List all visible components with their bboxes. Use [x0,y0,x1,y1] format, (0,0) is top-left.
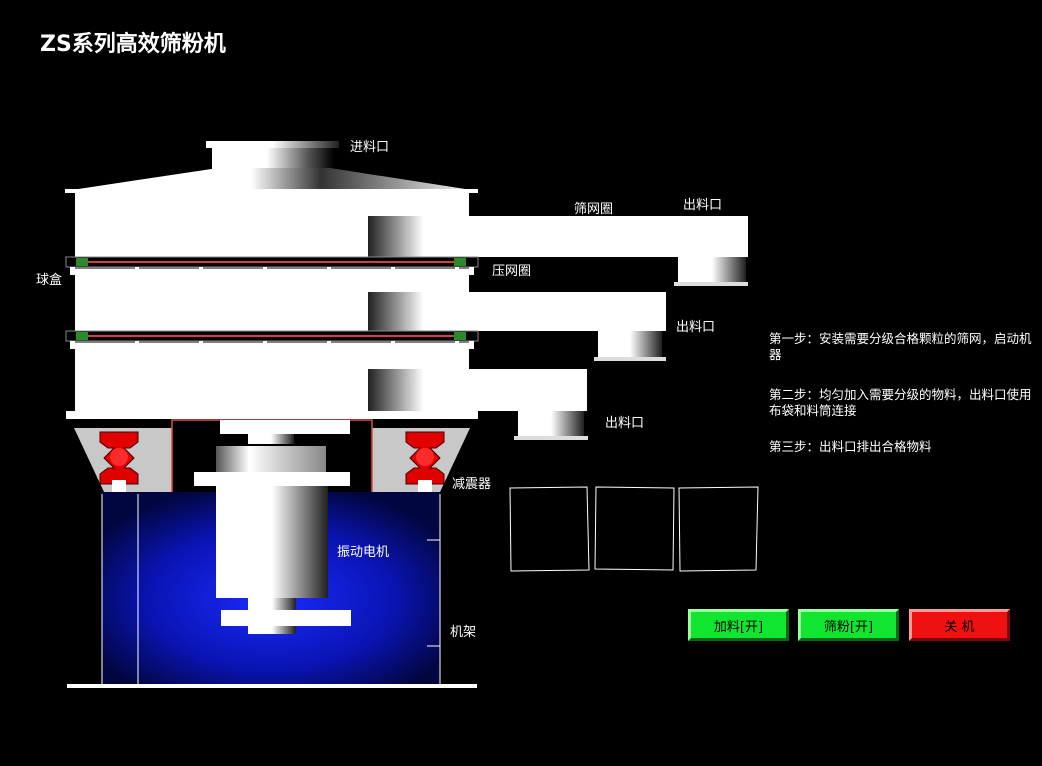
inlet-pipe [206,141,339,170]
sieve-on-button[interactable]: 筛粉[开] [798,609,899,641]
vibration-motor [216,486,351,634]
sieve-tier-3 [66,341,588,440]
ball-box-label: 球盒 [36,273,63,288]
outlet-2-label: 出料口 [676,320,716,335]
screen-ring-label: 筛网圈 [574,202,614,217]
step-3-text: 第三步：出料口排出合格物料 [769,439,932,454]
press-ring-label: 压网圈 [492,264,532,279]
outlet-1-label: 出料口 [683,198,723,213]
top-cover [65,168,478,193]
page-title: ZS系列高效筛粉机 [40,32,226,57]
collection-boxes [509,486,759,572]
feed-on-button[interactable]: 加料[开] [688,609,789,641]
frame-label: 机架 [450,625,477,640]
damper-left [99,431,139,494]
step-1-text: 第一步：安装需要分级合格颗粒的筛网，启动机器 [769,331,1032,362]
sieve-tier-2 [65,267,666,361]
inlet-label: 进料口 [350,140,390,155]
motor-label: 振动电机 [337,545,390,560]
damper-label: 减震器 [452,477,492,492]
step-2-text: 第二步：均匀加入需要分级的物料，出料口使用布袋和料筒连接 [769,387,1032,418]
shutdown-button[interactable]: 关 机 [909,609,1010,641]
outlet-3-label: 出料口 [605,416,645,431]
damper-right [405,431,445,494]
base-funnel [74,419,470,497]
